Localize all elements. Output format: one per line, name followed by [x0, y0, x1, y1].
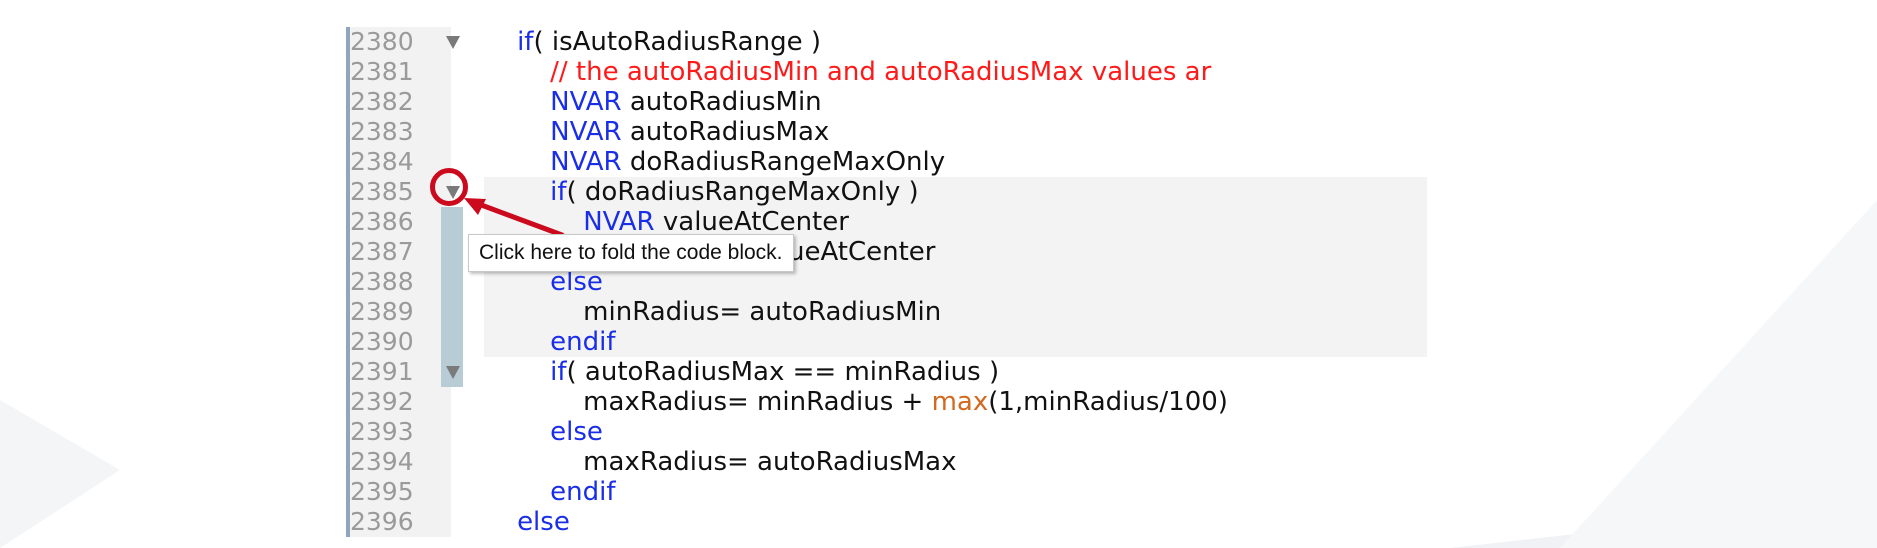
code-block-shading [484, 297, 1427, 327]
keyword-token: NVAR [550, 147, 622, 177]
keyword-token: NVAR [550, 87, 622, 117]
code-line[interactable]: 2393 else [346, 417, 1427, 447]
code-editor[interactable]: 2380 if( isAutoRadiusRange )2381 // the … [346, 27, 1427, 537]
code-line[interactable]: 2380 if( isAutoRadiusRange ) [346, 27, 1427, 57]
code-text[interactable]: else [484, 507, 570, 537]
code-text[interactable]: NVAR doRadiusRangeMaxOnly [484, 147, 945, 177]
code-token: ( doRadiusRangeMaxOnly ) [566, 177, 919, 207]
line-number: 2390 [350, 327, 414, 356]
keyword-token: else [550, 267, 603, 297]
code-line[interactable]: 2382 NVAR autoRadiusMin [346, 87, 1427, 117]
keyword-token: if [550, 177, 567, 207]
fold-button-highlight-circle [430, 168, 468, 206]
keyword-token: endif [550, 327, 616, 357]
code-block-shading [484, 267, 1427, 297]
code-line[interactable]: 2394 maxRadius= autoRadiusMax [346, 447, 1427, 477]
line-number: 2393 [350, 417, 414, 446]
code-text[interactable]: NVAR valueAtCenter [484, 207, 849, 237]
line-number: 2394 [350, 447, 414, 476]
line-number: 2385 [350, 177, 414, 206]
code-text[interactable]: else [484, 267, 603, 297]
code-token: ( isAutoRadiusRange ) [533, 27, 821, 57]
code-token [484, 477, 550, 507]
line-number: 2395 [350, 477, 414, 506]
code-token: valueAtCenter [654, 207, 849, 237]
code-block-shading [484, 327, 1427, 357]
code-line[interactable]: 2395 endif [346, 477, 1427, 507]
code-text[interactable]: // the autoRadiusMin and autoRadiusMax v… [484, 57, 1211, 87]
code-text[interactable]: if( isAutoRadiusRange ) [484, 27, 821, 57]
code-token: maxRadius= minRadius + [484, 387, 932, 417]
code-token [484, 27, 517, 57]
code-block-shading [484, 207, 1427, 237]
keyword-token: NVAR [550, 117, 622, 147]
code-token [484, 87, 550, 117]
code-line[interactable]: 2383 NVAR autoRadiusMax [346, 117, 1427, 147]
code-token [484, 507, 517, 537]
code-block-shading [484, 177, 1427, 207]
code-token [484, 327, 550, 357]
fold-triangle-icon[interactable] [446, 366, 460, 379]
code-line[interactable]: 2390 endif [346, 327, 1427, 357]
code-text[interactable]: NVAR autoRadiusMax [484, 117, 829, 147]
builtin-token: max [931, 387, 989, 417]
code-token: minRadius= autoRadiusMin [484, 297, 942, 327]
code-text[interactable]: endif [484, 327, 615, 357]
line-number: 2380 [350, 27, 414, 56]
line-number-gutter [350, 27, 451, 537]
line-number: 2396 [350, 507, 414, 536]
line-number: 2381 [350, 57, 414, 86]
code-text[interactable]: endif [484, 477, 615, 507]
red-arrow-icon [464, 198, 565, 238]
code-line[interactable]: 2381 // the autoRadiusMin and autoRadius… [346, 57, 1427, 87]
code-token: doRadiusRangeMaxOnly [621, 147, 946, 177]
code-text[interactable]: if( autoRadiusMax == minRadius ) [484, 357, 999, 387]
keyword-token: if [517, 27, 534, 57]
code-text[interactable]: maxRadius= autoRadiusMax [484, 447, 957, 477]
keyword-token: endif [550, 477, 616, 507]
code-token [484, 57, 550, 87]
keyword-token: if [550, 357, 567, 387]
code-token [484, 357, 550, 387]
code-token [484, 147, 550, 177]
code-line[interactable]: 2396 else [346, 507, 1427, 537]
line-number: 2391 [350, 357, 414, 386]
code-token: maxRadius= autoRadiusMax [484, 447, 957, 477]
code-token [484, 117, 550, 147]
code-token: ( autoRadiusMax == minRadius ) [566, 357, 1000, 387]
code-token: (1,minRadius/100) [988, 387, 1228, 417]
code-token: autoRadiusMin [621, 87, 822, 117]
line-number: 2388 [350, 267, 414, 296]
line-number: 2387 [350, 237, 414, 266]
fold-range-indicator [441, 207, 463, 387]
fold-triangle-icon[interactable] [446, 36, 460, 49]
fold-tooltip: Click here to fold the code block. [468, 234, 794, 272]
code-text[interactable]: if( doRadiusRangeMaxOnly ) [484, 177, 919, 207]
line-number: 2383 [350, 117, 414, 146]
keyword-token: else [517, 507, 570, 537]
keyword-token: NVAR [583, 207, 655, 237]
code-line[interactable]: 2384 NVAR doRadiusRangeMaxOnly [346, 147, 1427, 177]
comment-token: // the autoRadiusMin and autoRadiusMax v… [550, 57, 1212, 87]
line-number: 2382 [350, 87, 414, 116]
line-number: 2386 [350, 207, 414, 236]
code-text[interactable]: minRadius= autoRadiusMin [484, 297, 941, 327]
code-text[interactable]: else [484, 417, 603, 447]
code-text[interactable]: maxRadius= minRadius + max(1,minRadius/1… [484, 387, 1228, 417]
line-number: 2389 [350, 297, 414, 326]
code-line[interactable]: 2388 else [346, 267, 1427, 297]
line-number: 2384 [350, 147, 414, 176]
line-number: 2392 [350, 387, 414, 416]
editor-left-border [346, 27, 350, 537]
code-line[interactable]: 2391 if( autoRadiusMax == minRadius ) [346, 357, 1427, 387]
code-token [484, 417, 550, 447]
keyword-token: else [550, 417, 603, 447]
code-line[interactable]: 2389 minRadius= autoRadiusMin [346, 297, 1427, 327]
code-line[interactable]: 2386 NVAR valueAtCenter [346, 207, 1427, 237]
code-text[interactable]: NVAR autoRadiusMin [484, 87, 822, 117]
code-line[interactable]: 2392 maxRadius= minRadius + max(1,minRad… [346, 387, 1427, 417]
code-token: autoRadiusMax [621, 117, 830, 147]
